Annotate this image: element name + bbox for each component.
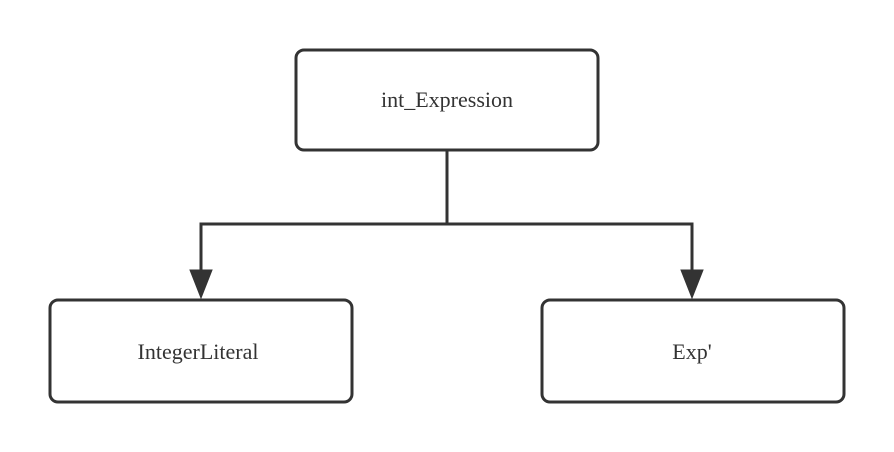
node-exp-prime-label: Exp'	[672, 339, 711, 364]
node-int-expression-box	[294, 48, 600, 152]
edge-root-to-left	[199, 222, 447, 272]
node-exp-prime-box	[540, 298, 846, 404]
edge-root-to-right	[447, 222, 694, 272]
edges	[189, 150, 704, 300]
node-int-expression-label: int_Expression	[381, 87, 513, 112]
arrowhead-left	[189, 269, 213, 300]
node-integer-literal-box	[48, 298, 354, 404]
node-exp-prime[interactable]: Exp'	[540, 298, 846, 404]
node-integer-literal-label: IntegerLiteral	[138, 339, 259, 364]
node-integer-literal[interactable]: IntegerLiteral	[48, 298, 354, 404]
arrowhead-right	[680, 269, 704, 300]
node-int-expression[interactable]: int_Expression	[294, 48, 600, 152]
